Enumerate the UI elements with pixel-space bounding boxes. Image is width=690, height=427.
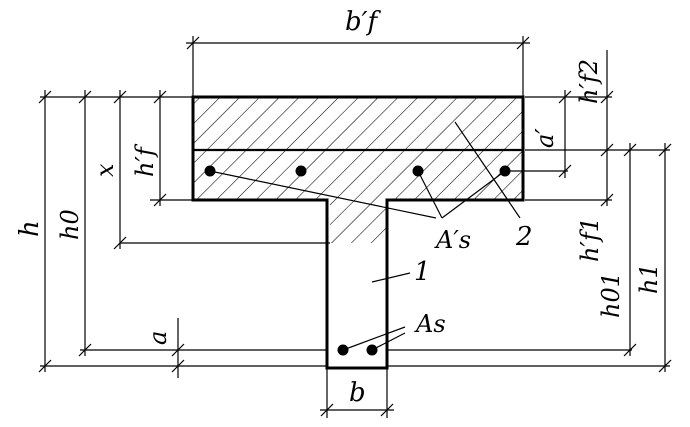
compression-zone-hatch <box>193 97 523 243</box>
label-hf-prime: h′f <box>131 143 159 177</box>
dimension-labels: b′f h′f2 a′ h h0 x h′f h′f1 h01 h1 A′s 2… <box>15 7 663 408</box>
label-h0: h0 <box>56 209 84 240</box>
label-hf1-prime: h′f1 <box>576 217 604 262</box>
leader-lines <box>209 121 521 351</box>
label-1: 1 <box>414 257 431 287</box>
label-As-prime: A′s <box>434 226 471 254</box>
label-bf-prime: b′f <box>345 7 382 37</box>
label-a: a <box>144 331 172 345</box>
label-a-prime: a′ <box>531 128 559 148</box>
dimension-lines <box>38 36 672 417</box>
label-h1: h1 <box>635 263 663 294</box>
bar-2 <box>295 165 307 177</box>
label-h: h <box>15 220 45 237</box>
label-As: As <box>414 310 446 338</box>
label-2: 2 <box>515 222 533 252</box>
label-hf2-prime: h′f2 <box>575 59 603 104</box>
label-x: x <box>91 163 119 177</box>
label-h01: h01 <box>597 272 625 318</box>
extension-lines <box>40 36 670 418</box>
label-b: b <box>349 378 366 408</box>
